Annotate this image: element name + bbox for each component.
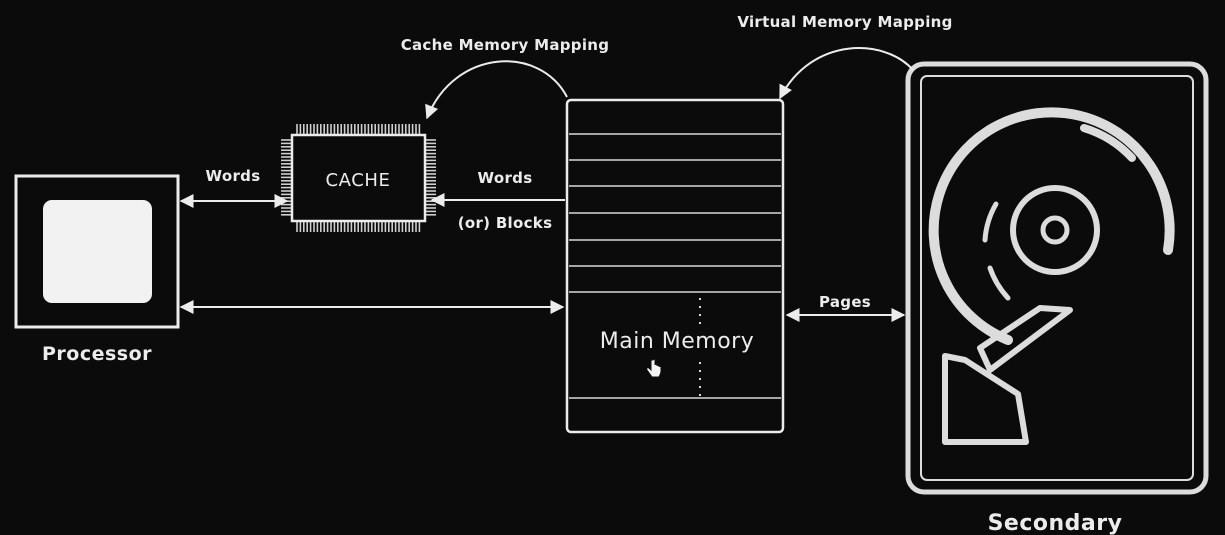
arrow-cache-memory-mapping (425, 60, 568, 120)
cache-memory-mapping-label: Cache Memory Mapping (401, 36, 610, 54)
main-memory: Main Memory (565, 98, 785, 434)
cpu-chip-icon (281, 124, 436, 232)
secondary-storage: Secondary (905, 61, 1209, 535)
memory-rows (569, 133, 781, 399)
arrow-virtual-memory-mapping (779, 47, 914, 100)
hard-disk-icon (928, 107, 1175, 445)
hand-pointer-icon (646, 358, 662, 378)
cache-label: CACHE (325, 170, 390, 191)
main-memory-label: Main Memory (600, 329, 754, 354)
connectors (179, 47, 914, 322)
words-processor-cache-label: Words (206, 167, 261, 185)
or-blocks-label: (or) Blocks (458, 214, 553, 232)
secondary-label: Secondary (988, 511, 1123, 535)
secondary-frame-inner (920, 75, 1194, 481)
secondary-frame-outer (905, 61, 1209, 495)
pages-label: Pages (819, 293, 871, 311)
virtual-memory-mapping-label: Virtual Memory Mapping (737, 13, 952, 31)
processor-core (43, 200, 152, 303)
cache-chip: CACHE (281, 124, 436, 232)
processor: Processor (14, 174, 180, 365)
main-memory-frame (565, 98, 785, 434)
words-memory-cache-label: Words (478, 169, 533, 187)
cache-body (290, 133, 427, 223)
processor-frame (14, 174, 180, 329)
processor-label: Processor (42, 343, 152, 365)
